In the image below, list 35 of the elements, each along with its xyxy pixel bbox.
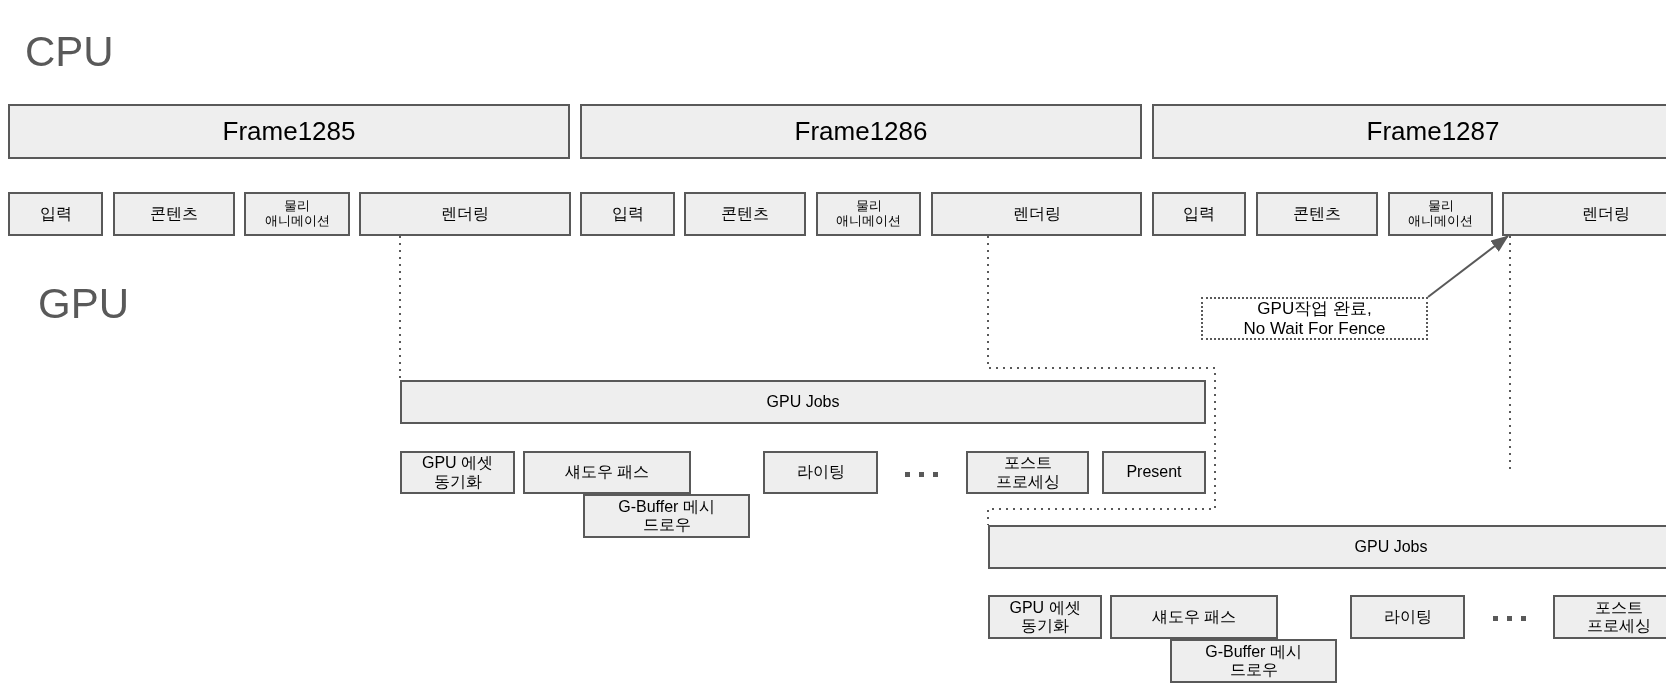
stage-box: 물리 애니메이션 (816, 192, 921, 236)
job-box: 섀도우 패스 (523, 451, 691, 494)
job-box: G-Buffer 메시 드로우 (583, 494, 750, 538)
stage-box: 입력 (8, 192, 103, 236)
job-box: Present (1102, 451, 1206, 494)
job-box: 라이팅 (763, 451, 878, 494)
stage-box: 렌더링 (1502, 192, 1666, 236)
gpu-jobs-bar: GPU Jobs (400, 380, 1206, 424)
job-box: 포스트 프로세싱 (1553, 595, 1666, 639)
callout-box: GPU작업 완료, No Wait For Fence (1201, 297, 1428, 340)
frame-bar: Frame1287 (1152, 104, 1666, 159)
job-box: 섀도우 패스 (1110, 595, 1278, 639)
stage-box: 입력 (580, 192, 675, 236)
stage-box: 물리 애니메이션 (244, 192, 350, 236)
stage-box: 물리 애니메이션 (1388, 192, 1493, 236)
section-heading: CPU (25, 31, 114, 73)
job-box: 포스트 프로세싱 (966, 451, 1089, 494)
dotted-line (987, 235, 1216, 526)
frame-bar: Frame1286 (580, 104, 1142, 159)
job-box: G-Buffer 메시 드로우 (1170, 639, 1337, 683)
stage-box: 콘텐츠 (113, 192, 235, 236)
stage-box: 렌더링 (931, 192, 1142, 236)
job-box: 라이팅 (1350, 595, 1465, 639)
job-box: GPU 에셋 동기화 (400, 451, 515, 494)
stage-box: 렌더링 (359, 192, 571, 236)
job-box: GPU 에셋 동기화 (988, 595, 1102, 639)
dotted-line (399, 235, 401, 381)
stage-box: 콘텐츠 (1256, 192, 1378, 236)
section-heading: GPU (38, 283, 129, 325)
stage-box: 콘텐츠 (684, 192, 806, 236)
frame-bar: Frame1285 (8, 104, 570, 159)
arrow (1427, 235, 1509, 298)
stage-box: 입력 (1152, 192, 1246, 236)
gpu-jobs-bar: GPU Jobs (988, 525, 1666, 569)
dotted-line (1509, 235, 1511, 470)
